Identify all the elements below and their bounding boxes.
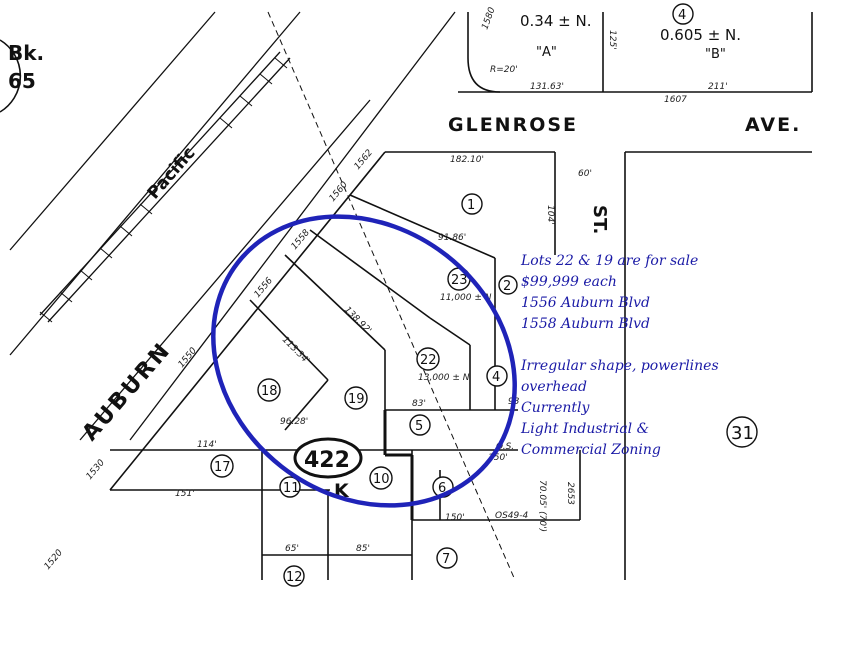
railroad-lines bbox=[9, 11, 456, 441]
street-glenrose: GLENROSE bbox=[448, 114, 578, 136]
lot-2: 2 bbox=[498, 275, 518, 295]
note-line-8: Light Industrial & bbox=[521, 421, 650, 437]
map-page-badge: 422 bbox=[293, 437, 363, 479]
parcel-bold-lines bbox=[383, 410, 414, 520]
svg-text:422: 422 bbox=[304, 448, 350, 473]
dim-104: 104' bbox=[545, 205, 555, 225]
lot-4: 4 bbox=[486, 365, 508, 387]
dim-138: 138.92' bbox=[342, 305, 373, 336]
parcel-b-label: "B" bbox=[705, 47, 726, 62]
dim-2653: 2653 bbox=[565, 482, 575, 505]
note-line-4: 1558 Auburn Blvd bbox=[521, 316, 650, 332]
addr-1580: 1580 bbox=[480, 6, 497, 31]
dim-211: 211' bbox=[708, 82, 728, 92]
dim-113: 113.34' bbox=[280, 335, 311, 366]
svg-text:7: 7 bbox=[442, 552, 450, 567]
lot-1: 1 bbox=[461, 193, 483, 215]
note-line-7: Currently bbox=[521, 400, 590, 416]
dim-r20: R=20' bbox=[490, 65, 518, 75]
parcel-b-number: 4 bbox=[678, 8, 686, 23]
lot-22: 22 bbox=[416, 347, 440, 371]
svg-text:4: 4 bbox=[492, 370, 500, 385]
dim-os49: OS49-4 bbox=[495, 511, 528, 521]
addr-1560: 1560 bbox=[328, 180, 351, 204]
svg-text:23: 23 bbox=[451, 273, 468, 288]
parcel-a-area: 0.34 ± N. bbox=[520, 12, 592, 30]
note-line-9: Commercial Zoning bbox=[521, 442, 661, 458]
lot-10: 10 bbox=[369, 466, 393, 490]
dim-os-150: 150' bbox=[445, 513, 465, 523]
note-line-1: Lots 22 & 19 are for sale bbox=[521, 253, 699, 269]
powerline bbox=[267, 11, 516, 581]
lot-19: 19 bbox=[344, 386, 368, 410]
dim-131: 131.63' bbox=[530, 82, 564, 92]
svg-text:5: 5 bbox=[415, 419, 423, 434]
lot-18: 18 bbox=[257, 378, 281, 402]
lot-12: 12 bbox=[283, 565, 305, 587]
dim-150: 150' bbox=[488, 453, 508, 463]
dim-85: 85' bbox=[356, 544, 370, 554]
dim-os: O.S. bbox=[496, 442, 514, 452]
street-pacific: Pacific bbox=[144, 143, 200, 203]
note-line-5: Irregular shape, powerlines bbox=[521, 358, 719, 374]
dim-91: 91.86' bbox=[438, 233, 466, 243]
dim-96: 96.28' bbox=[280, 417, 308, 427]
dim-182: 182.10' bbox=[450, 155, 484, 165]
dim-83: 83' bbox=[412, 399, 426, 409]
note-line-3: 1556 Auburn Blvd bbox=[521, 295, 650, 311]
svg-text:19: 19 bbox=[348, 392, 365, 407]
svg-text:10: 10 bbox=[373, 472, 390, 487]
addr-1556: 1556 bbox=[253, 276, 276, 300]
lot-7: 7 bbox=[436, 547, 458, 569]
svg-text:11: 11 bbox=[283, 481, 300, 496]
parcel-a-label: "A" bbox=[536, 45, 557, 60]
street-ave: AVE. bbox=[745, 114, 801, 136]
dim-1607: 1607 bbox=[664, 95, 687, 105]
svg-text:6: 6 bbox=[438, 481, 446, 496]
parcel-lines bbox=[109, 12, 813, 580]
dim-65: 65' bbox=[285, 544, 299, 554]
dim-151: 151' bbox=[175, 489, 195, 499]
addr-1530: 1530 bbox=[85, 458, 108, 482]
note-line-2: $99,999 each bbox=[521, 274, 617, 290]
dim-114: 114' bbox=[197, 440, 217, 450]
book-number: 65 bbox=[8, 69, 36, 93]
lot-17: 17 bbox=[210, 454, 234, 478]
parcel-b-area: 0.605 ± N. bbox=[660, 26, 741, 44]
street-auburn: AUBURN bbox=[78, 337, 177, 446]
svg-text:31: 31 bbox=[731, 423, 754, 444]
dim-125: 125' bbox=[607, 30, 617, 50]
svg-text:17: 17 bbox=[214, 460, 231, 475]
street-st: ST. bbox=[589, 205, 610, 234]
addr-1558: 1558 bbox=[290, 228, 313, 252]
addr-1550: 1550 bbox=[177, 346, 200, 370]
svg-text:12: 12 bbox=[286, 570, 303, 585]
svg-text:1: 1 bbox=[467, 198, 475, 213]
lot23-area: 11,000 ± N bbox=[440, 293, 492, 303]
note-line-6: overhead bbox=[521, 379, 587, 395]
dim-60: 60' bbox=[578, 169, 592, 179]
lot22-area: 13,000 ± N bbox=[418, 373, 470, 383]
svg-text:18: 18 bbox=[261, 384, 278, 399]
highlight-circle bbox=[211, 214, 517, 508]
svg-text:22: 22 bbox=[420, 353, 437, 368]
svg-text:2: 2 bbox=[503, 279, 511, 294]
parcel-31: 31 bbox=[726, 416, 758, 448]
addr-1520: 1520 bbox=[43, 548, 66, 572]
lot-11: 11 bbox=[279, 476, 301, 498]
book-circle bbox=[0, 39, 22, 113]
dim-70: 70.05' (70') bbox=[537, 480, 547, 532]
lot-5: 5 bbox=[409, 414, 431, 436]
parcel-b-number-circle bbox=[672, 3, 694, 25]
